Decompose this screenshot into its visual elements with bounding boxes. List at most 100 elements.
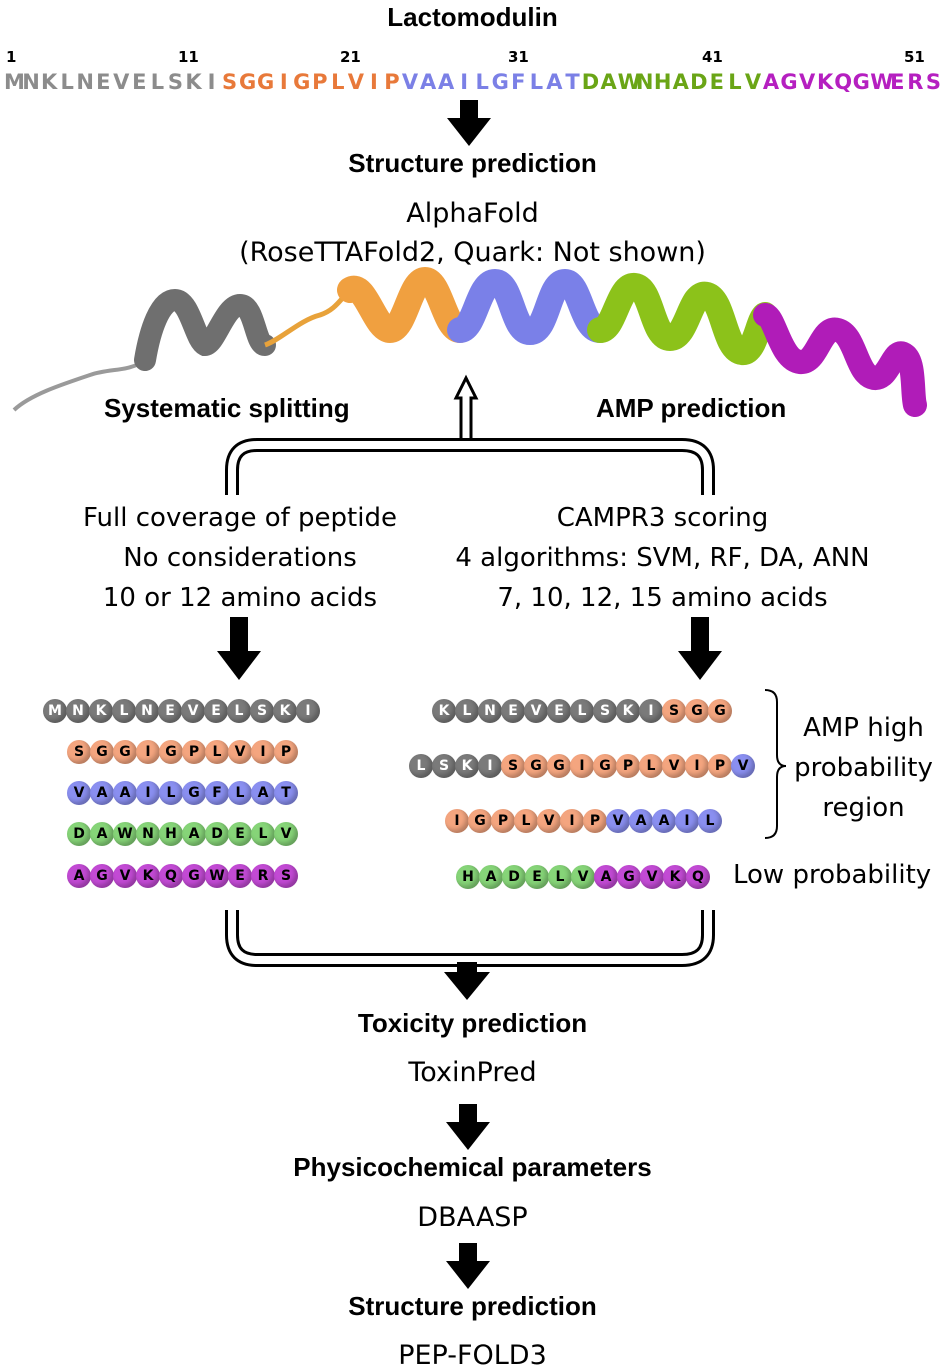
high-prob-line-1: AMP high (803, 713, 924, 743)
residue-bead: A (182, 822, 206, 846)
residue-bead: N (478, 699, 502, 723)
residue-bead: K (136, 864, 160, 888)
residue-bead: S (274, 864, 298, 888)
residue-bead: G (685, 699, 709, 723)
right-desc-line-1: CAMPR3 scoring (556, 503, 769, 533)
residue-bead: E (158, 699, 182, 723)
residue-letter: A (672, 70, 689, 94)
residue-bead: L (548, 865, 572, 889)
pepfold3-label: PEP-FOLD3 (398, 1340, 547, 1371)
residue-bead: S (501, 754, 525, 778)
residue-bead: V (524, 699, 548, 723)
residue-bead: V (274, 822, 298, 846)
residue-bead: S (432, 754, 456, 778)
residue-bead: E (204, 699, 228, 723)
residue-bead: P (583, 809, 607, 833)
residue-letter: S (925, 70, 941, 94)
residue-bead: A (594, 865, 618, 889)
residue-bead: G (593, 754, 617, 778)
residue-letter: K (40, 70, 58, 94)
residue-bead: L (639, 754, 663, 778)
residue-bead: A (629, 809, 653, 833)
residue-letter: A (546, 70, 563, 94)
residue-letter: V (744, 70, 762, 94)
residue-letter: I (207, 70, 216, 94)
residue-bead: N (135, 699, 159, 723)
residue-letter: G (257, 70, 275, 94)
residue-bead: H (456, 865, 480, 889)
residue-letter: K (185, 70, 202, 94)
residue-bead: Q (159, 864, 183, 888)
right-branch-description: CAMPR3 scoring 4 algorithms: SVM, RF, DA… (430, 498, 895, 618)
residue-bead: G (708, 699, 732, 723)
residue-bead: G (90, 740, 114, 764)
residue-bead: L (112, 699, 136, 723)
residue-letter: V (347, 70, 365, 94)
residue-letter: W (617, 70, 641, 94)
residue-bead: W (113, 822, 137, 846)
residue-bead: P (182, 740, 206, 764)
residue-bead: V (640, 865, 664, 889)
residue-bead: F (205, 781, 229, 805)
residue-bead: E (228, 864, 252, 888)
sequence-position-51: 51 (904, 48, 925, 66)
residue-bead: P (708, 754, 732, 778)
residue-letter: L (60, 70, 74, 94)
residue-bead: P (491, 809, 515, 833)
residue-letter: N (76, 70, 94, 94)
residue-letter: W (870, 70, 894, 94)
residue-letter: N (22, 70, 40, 94)
sequence-position-1: 1 (6, 48, 17, 66)
residue-bead: L (455, 699, 479, 723)
diagram-title: Lactomodulin (387, 2, 558, 32)
residue-bead: V (731, 754, 755, 778)
residue-bead: L (227, 699, 251, 723)
sequence-position-31: 31 (508, 48, 529, 66)
residue-bead: G (524, 754, 548, 778)
residue-letter: E (96, 70, 111, 94)
residue-letter: I (279, 70, 288, 94)
residue-letter: L (529, 70, 544, 94)
residue-letter: N (635, 70, 654, 94)
residue-bead: K (432, 699, 456, 723)
residue-letter: I (370, 70, 378, 94)
alphafold-label: AlphaFold (406, 198, 539, 229)
residue-bead: V (571, 865, 595, 889)
hollow-up-arrow (453, 374, 479, 440)
residue-letter: T (565, 70, 580, 94)
residue-bead: I (478, 754, 502, 778)
residue-bead: L (159, 781, 183, 805)
residue-bead: K (616, 699, 640, 723)
residue-bead: N (66, 699, 90, 723)
residue-bead: I (675, 809, 699, 833)
residue-bead: A (251, 781, 275, 805)
residue-bead: G (547, 754, 571, 778)
right-desc-line-2: 4 algorithms: SVM, RF, DA, ANN (455, 543, 870, 573)
residue-bead: A (67, 864, 91, 888)
down-arrow-toxicity (446, 1104, 490, 1150)
residue-bead: L (205, 740, 229, 764)
high-probability-brace (764, 689, 787, 839)
residue-bead: N (136, 822, 160, 846)
residue-letter: V (113, 70, 130, 94)
residue-letter: L (331, 70, 345, 94)
high-prob-line-2: probability (794, 753, 933, 783)
residue-bead: D (67, 822, 91, 846)
residue-bead: I (136, 781, 160, 805)
residue-bead: E (547, 699, 571, 723)
residue-letter: M (4, 70, 25, 94)
residue-bead: G (159, 740, 183, 764)
residue-bead: I (136, 740, 160, 764)
residue-bead: V (537, 809, 561, 833)
residue-letter: E (709, 70, 725, 94)
residue-bead: S (593, 699, 617, 723)
